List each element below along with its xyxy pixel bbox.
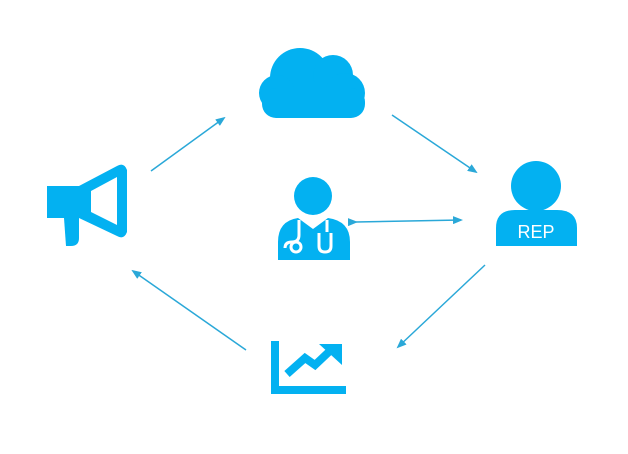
- arrow-megaphone-to-cloud: [150, 116, 226, 172]
- growth-chart-icon: [271, 341, 346, 394]
- arrow-cloud-to-rep: [391, 114, 478, 174]
- arrow-rep-to-growth: [396, 264, 486, 349]
- person-icon: REP: [496, 161, 577, 246]
- rep-label: REP: [517, 222, 554, 242]
- megaphone-icon: [47, 164, 127, 246]
- arrow-growth-to-megaphone: [131, 269, 247, 351]
- arrow-doctor-rep-bidirectional: [347, 216, 463, 227]
- doctor-stethoscope-icon: [278, 177, 350, 260]
- cloud-icon: [259, 48, 365, 118]
